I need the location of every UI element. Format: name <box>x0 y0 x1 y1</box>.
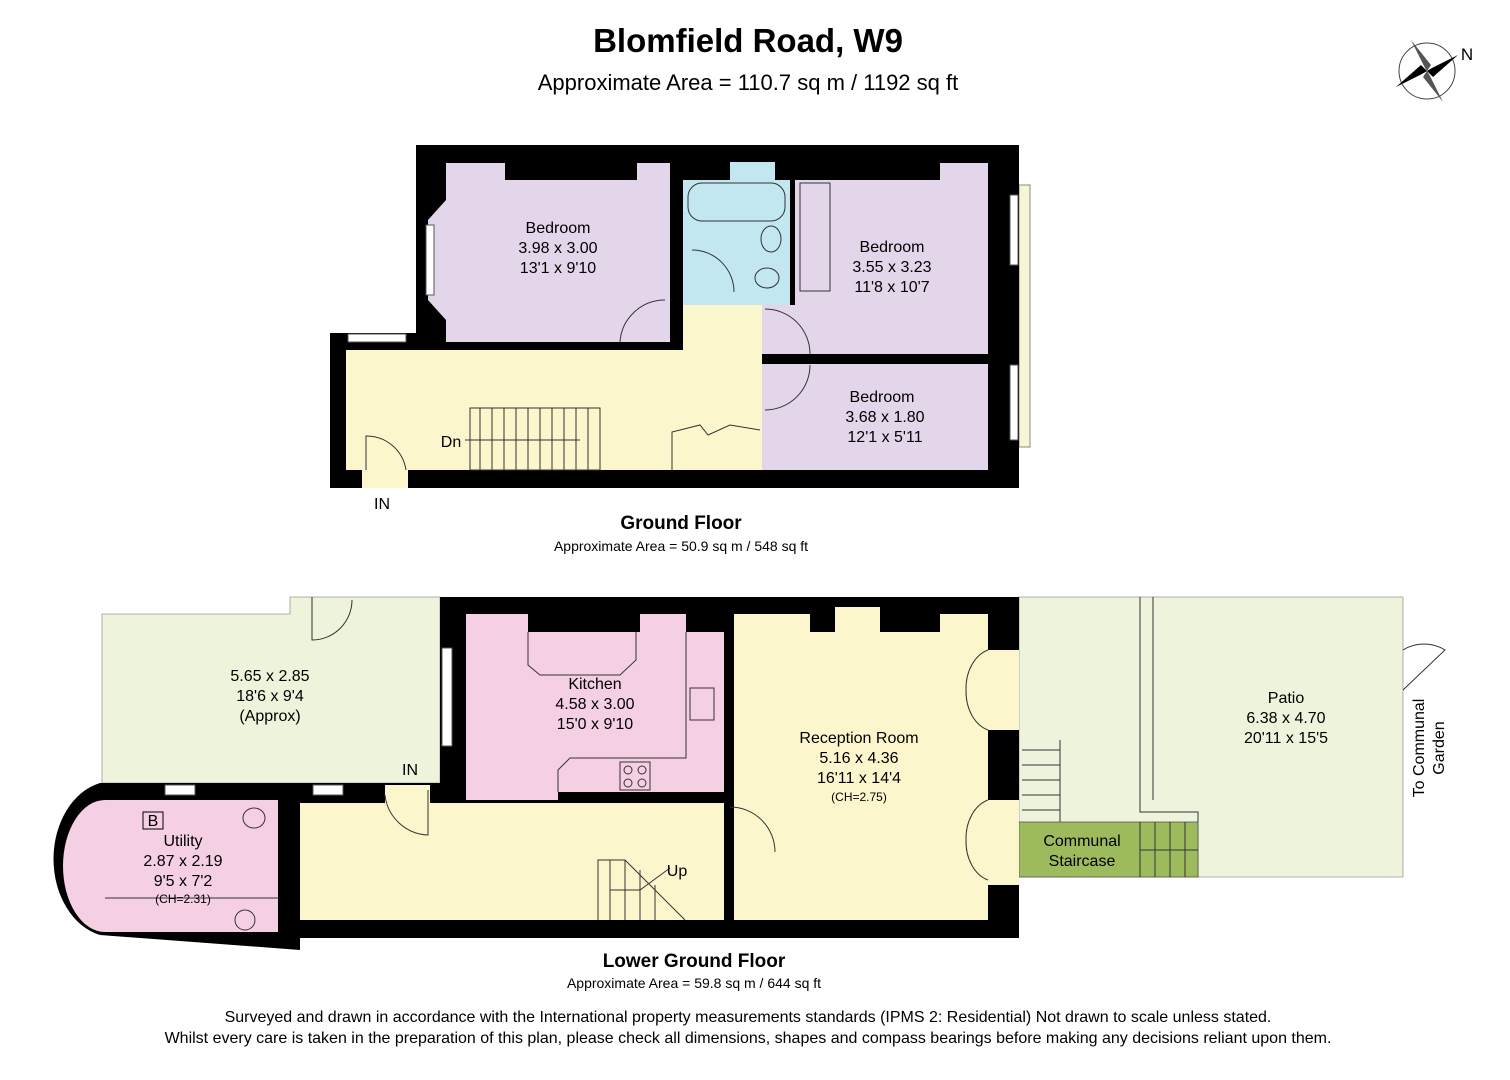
room-imperial: 20'11 x 15'5 <box>1244 730 1328 747</box>
lower-front-door <box>384 790 429 836</box>
basin-icon <box>760 225 782 253</box>
bedroom-window <box>1009 194 1019 266</box>
communal-stair-treads <box>1139 822 1198 877</box>
door-swing <box>619 299 666 343</box>
lower-entrance-opening <box>385 785 430 805</box>
room-metric: 3.68 x 1.80 <box>845 409 924 426</box>
garden-note: (Approx) <box>239 708 300 725</box>
room-metric: 4.58 x 3.00 <box>555 696 634 713</box>
total-area: Approximate Area = 110.7 sq m / 1192 sq … <box>538 70 958 95</box>
stairs-down <box>465 407 601 471</box>
lower-ground-floor-plan: B 5.65 x 2.85 18'6 x 9'4 (Approx) Kitche… <box>53 596 1448 991</box>
ground-hall <box>346 305 762 470</box>
kitchen <box>466 614 724 800</box>
room-name: Kitchen <box>568 676 621 693</box>
disclaimer-line-2: Whilst every care is taken in the prepar… <box>165 1030 1332 1047</box>
toilet-icon <box>754 267 780 289</box>
bedroom-window <box>425 224 435 296</box>
disclaimer-line-1: Surveyed and drawn in accordance with th… <box>225 1009 1272 1026</box>
door-swing <box>764 364 811 411</box>
kitchen-counter <box>527 632 637 676</box>
stairs-up <box>597 859 686 921</box>
room-name: Utility <box>163 833 202 850</box>
room-name: Bedroom <box>860 239 925 256</box>
basin-icon <box>234 909 256 931</box>
compass-north-label: N <box>1461 45 1473 64</box>
room-imperial: 13'1 x 9'10 <box>520 260 596 277</box>
cupboard <box>671 424 761 470</box>
room-name: Bedroom <box>850 389 915 406</box>
utility-window <box>164 784 196 796</box>
communal-label: Staircase <box>1049 853 1116 870</box>
front-door-opening <box>362 468 408 488</box>
room-name: Bedroom <box>526 220 591 237</box>
room-imperial: 16'11 x 14'4 <box>817 770 901 787</box>
bath-icon <box>687 182 786 222</box>
floor-label: Ground Floor <box>620 513 742 534</box>
hob-icon <box>619 761 651 791</box>
bedroom-2 <box>762 163 988 354</box>
room-imperial: 15'0 x 9'10 <box>557 716 633 733</box>
front-door <box>365 435 407 471</box>
communal-steps <box>1022 740 1061 822</box>
french-door-opening <box>988 800 1019 885</box>
room-metric: 6.38 x 4.70 <box>1246 710 1325 727</box>
garden-gate <box>1402 643 1446 691</box>
entrance-label: IN <box>402 762 418 779</box>
plan-title: Blomfield Road, W9 <box>593 22 903 59</box>
boiler-icon <box>142 811 164 830</box>
room-metric: 5.16 x 4.36 <box>819 750 898 767</box>
room-imperial: 11'8 x 10'7 <box>854 279 929 296</box>
floor-area: Approximate Area = 59.8 sq m / 644 sq ft <box>567 975 821 991</box>
french-door <box>965 649 989 731</box>
wardrobe <box>799 182 831 292</box>
room-imperial: 12'1 x 5'11 <box>847 429 922 446</box>
entrance-label: IN <box>374 496 390 513</box>
room-name: Patio <box>1268 690 1305 707</box>
kitchen-window <box>441 647 453 747</box>
room-metric: 3.98 x 3.00 <box>518 240 597 257</box>
garden-imperial: 18'6 x 9'4 <box>236 688 304 705</box>
toilet-icon <box>242 807 266 829</box>
garden-metric: 5.65 x 2.85 <box>230 668 309 685</box>
ground-floor-plan: Bedroom 3.98 x 3.00 13'1 x 9'10 Bedroom … <box>330 145 1031 554</box>
kitchen-counter <box>557 632 687 792</box>
floor-area: Approximate Area = 50.9 sq m / 548 sq ft <box>554 538 808 554</box>
garden-link-label: To Communal <box>1411 699 1428 798</box>
floor-label: Lower Ground Floor <box>603 951 786 972</box>
utility <box>63 800 278 932</box>
door-swing <box>729 806 776 853</box>
room-ceiling-height: (CH=2.31) <box>155 892 211 906</box>
bedroom-3 <box>762 364 988 470</box>
bathroom <box>683 180 790 305</box>
room-ceiling-height: (CH=2.75) <box>831 790 887 804</box>
room-imperial: 9'5 x 7'2 <box>154 873 213 890</box>
bathroom-window <box>730 162 775 180</box>
bedroom-window <box>1009 364 1019 441</box>
door-swing <box>764 308 811 355</box>
french-door <box>965 799 989 881</box>
room-name: Reception Room <box>799 730 918 747</box>
bedroom-1 <box>428 163 670 342</box>
garden-link-label: Garden <box>1431 721 1448 774</box>
hall-window <box>312 784 344 796</box>
door-swing <box>691 249 735 293</box>
garden-door <box>311 597 353 641</box>
room-metric: 3.55 x 3.23 <box>852 259 931 276</box>
hall-window <box>347 333 407 343</box>
compass-icon: N <box>1396 40 1473 102</box>
room-metric: 2.87 x 2.19 <box>143 853 222 870</box>
stairs-label: Dn <box>441 434 461 451</box>
stairs-label: Up <box>667 863 688 880</box>
sink-icon <box>689 687 715 721</box>
lower-hall <box>300 803 724 920</box>
communal-label: Communal <box>1043 833 1120 850</box>
french-door-opening <box>988 650 1019 730</box>
boiler-label: B <box>148 813 159 830</box>
reception-room <box>734 607 988 920</box>
balcony <box>1018 184 1031 448</box>
